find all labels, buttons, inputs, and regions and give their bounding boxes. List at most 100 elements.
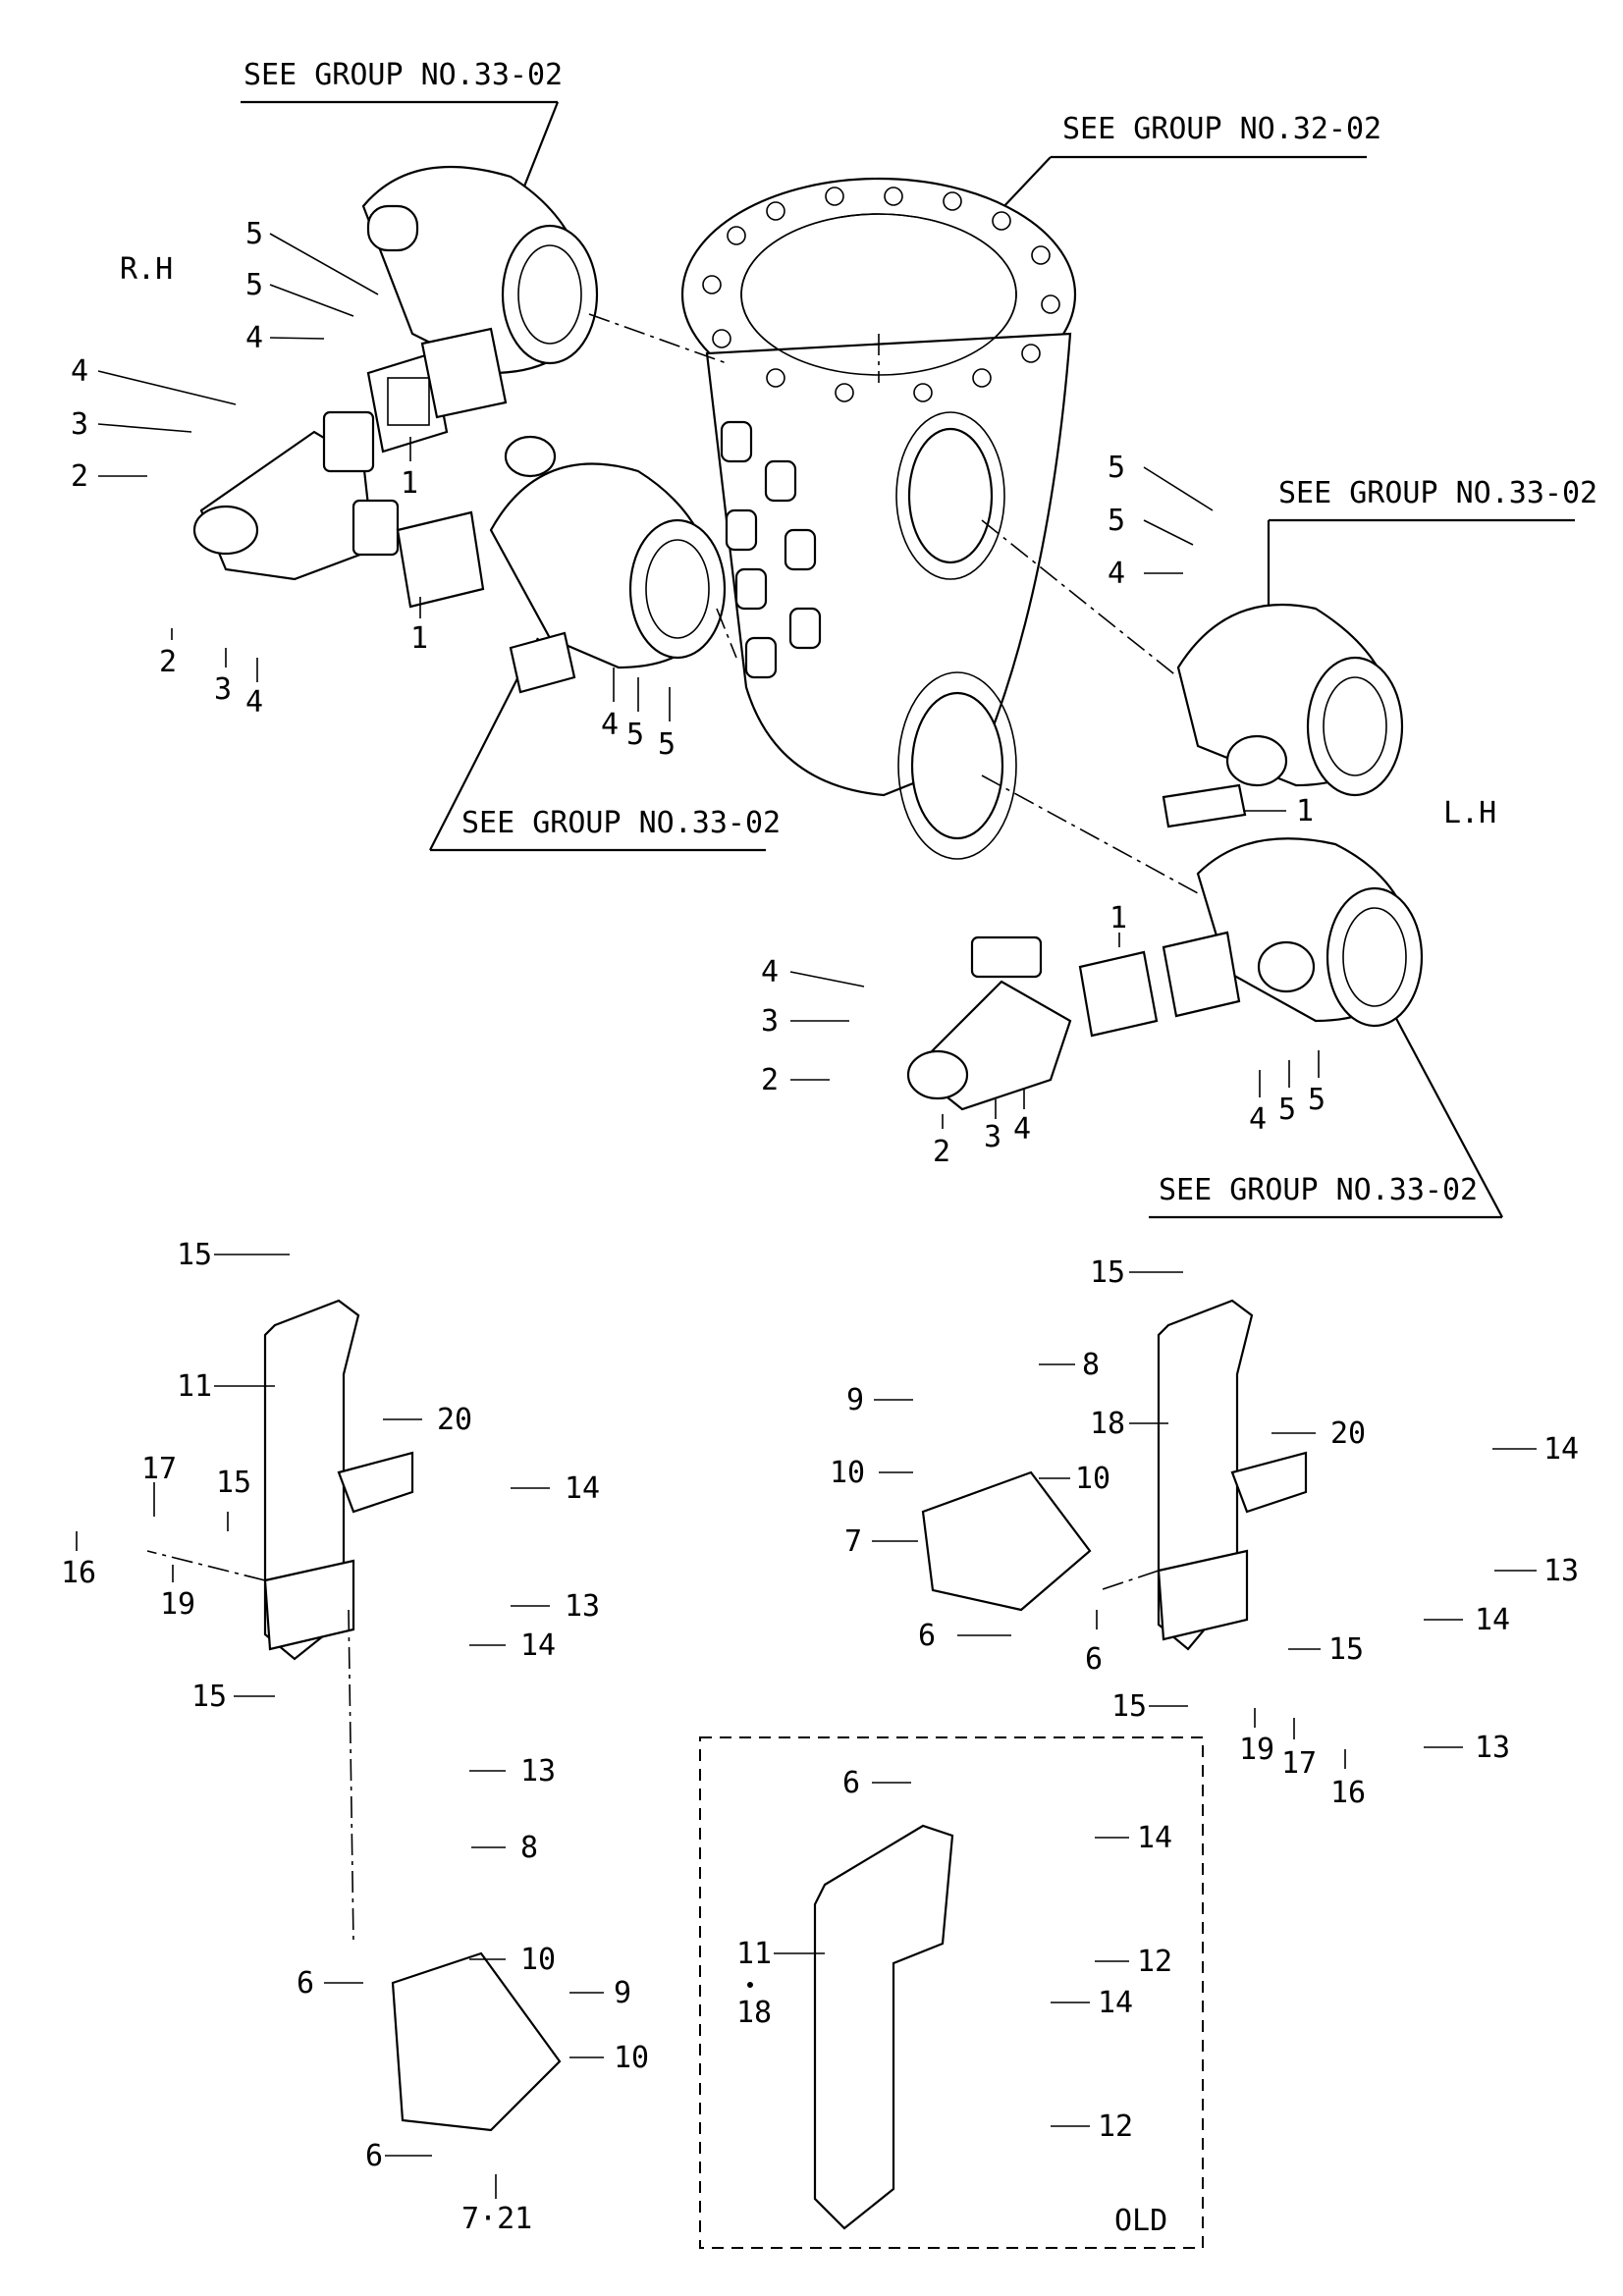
callout: 6 (842, 1766, 860, 1800)
callout: 7 (844, 1524, 862, 1559)
callout: 15 (177, 1238, 212, 1272)
callout: 4 (71, 354, 88, 389)
callout: 9 (846, 1383, 864, 1417)
bracket-old (813, 1824, 954, 2230)
callout: 1 (1296, 794, 1314, 828)
callout: 8 (1082, 1348, 1100, 1382)
reference-see-group-33-02-mid: SEE GROUP NO.33-02 (429, 637, 781, 852)
callout: 4 (761, 955, 779, 989)
callout: 4 (1108, 557, 1125, 591)
callout: 3 (214, 672, 232, 707)
support-right (921, 1470, 1092, 1612)
callout: 3 (71, 407, 88, 442)
callout: 13 (1543, 1554, 1579, 1588)
callout: 5 (1308, 1083, 1325, 1117)
callout: 20 (437, 1403, 472, 1437)
callout: 2 (933, 1135, 950, 1169)
turbocharger-rh-lower (489, 435, 727, 669)
reference-text: SEE GROUP NO.33-02 (1159, 1173, 1478, 1207)
callouts: 5 5 4 4 3 2 1 1 2 3 4 4 5 5 5 5 4 1 4 3 … (61, 217, 1579, 2236)
callout: 14 (1137, 1821, 1172, 1855)
callout: 5 (1278, 1093, 1296, 1127)
callout: 4 (601, 708, 619, 742)
callout: 4 (245, 321, 263, 355)
callout: 15 (216, 1466, 251, 1500)
callout: 14 (520, 1629, 556, 1663)
gasket-rh-upper (366, 327, 508, 454)
callout: 8 (520, 1831, 538, 1865)
callout: 5 (245, 217, 263, 251)
callout: 11 (177, 1369, 212, 1404)
housing-bosses (720, 420, 822, 679)
reference-text: SEE GROUP NO.33-02 (243, 58, 563, 92)
callout: 14 (1475, 1603, 1510, 1637)
gasket-lh (1078, 783, 1247, 1038)
reference-text: SEE GROUP NO.33-02 (461, 806, 781, 840)
callout: 11 (736, 1937, 772, 1971)
callout: 15 (1111, 1689, 1147, 1724)
callout: 7·21 (461, 2202, 532, 2236)
callout: 15 (1090, 1255, 1125, 1290)
callout: 4 (1249, 1102, 1267, 1137)
callout: 16 (1330, 1776, 1366, 1810)
callout: 10 (1075, 1462, 1110, 1496)
callout: 17 (141, 1452, 177, 1486)
callout: 6 (1085, 1642, 1103, 1677)
callout: 10 (520, 1943, 556, 1977)
callout: 16 (61, 1556, 96, 1590)
callout: 19 (1239, 1733, 1274, 1767)
callout: 13 (520, 1754, 556, 1789)
callout: 3 (761, 1004, 779, 1039)
bracket-left (263, 1299, 414, 1661)
turbocharger-rh-upper (361, 165, 599, 375)
separator-dot (747, 1982, 753, 1988)
callout: 18 (736, 1996, 772, 2030)
callout: 15 (191, 1680, 227, 1714)
callout: 17 (1281, 1746, 1317, 1781)
callout: 3 (984, 1120, 1001, 1154)
callout: 6 (365, 2139, 383, 2173)
side-label-lh: L.H (1443, 796, 1496, 830)
callout: 5 (626, 718, 644, 752)
callout: 2 (71, 459, 88, 494)
callout: 2 (761, 1063, 779, 1097)
housing-bolt-holes (702, 187, 1060, 402)
exhaust-elbow-rh (192, 410, 400, 581)
callout: 19 (160, 1587, 195, 1622)
callout: 14 (1543, 1432, 1579, 1467)
exhaust-elbow-lh (906, 935, 1072, 1111)
callout: 13 (1475, 1731, 1510, 1765)
callout: 5 (1108, 451, 1125, 485)
callout: 14 (565, 1471, 600, 1506)
flywheel-housing (680, 177, 1077, 860)
callout: 6 (918, 1619, 936, 1653)
callout: 6 (297, 1966, 314, 2001)
callout: 1 (401, 466, 418, 501)
reference-see-group-32-02: SEE GROUP NO.32-02 (966, 112, 1381, 246)
callout: 2 (159, 645, 177, 679)
callout: 4 (245, 685, 263, 720)
callout: 1 (1109, 901, 1127, 935)
callout: 1 (410, 621, 428, 656)
reference-text: SEE GROUP NO.33-02 (1278, 476, 1597, 510)
callout: 10 (614, 2041, 649, 2075)
bracket-right (1157, 1299, 1308, 1651)
old-label: OLD (1114, 2204, 1167, 2238)
side-label-rh: R.H (120, 252, 173, 287)
callout: 13 (565, 1589, 600, 1624)
callout: 5 (1108, 504, 1125, 538)
gasket-rh-lower (396, 510, 576, 694)
callout: 18 (1090, 1407, 1125, 1441)
turbocharger-lh-upper (1176, 603, 1404, 797)
callout: 9 (614, 1976, 631, 2010)
callout: 5 (245, 268, 263, 302)
reference-text: SEE GROUP NO.32-02 (1062, 112, 1381, 146)
reference-see-group-33-02-right: SEE GROUP NO.33-02 (1267, 476, 1597, 628)
turbocharger-lh-lower (1196, 837, 1424, 1028)
callout: 15 (1328, 1632, 1364, 1667)
callout: 10 (830, 1456, 865, 1490)
assembly-center-lines (146, 313, 1199, 1945)
callout: 14 (1098, 1986, 1133, 2020)
callout: 12 (1098, 2109, 1133, 2144)
